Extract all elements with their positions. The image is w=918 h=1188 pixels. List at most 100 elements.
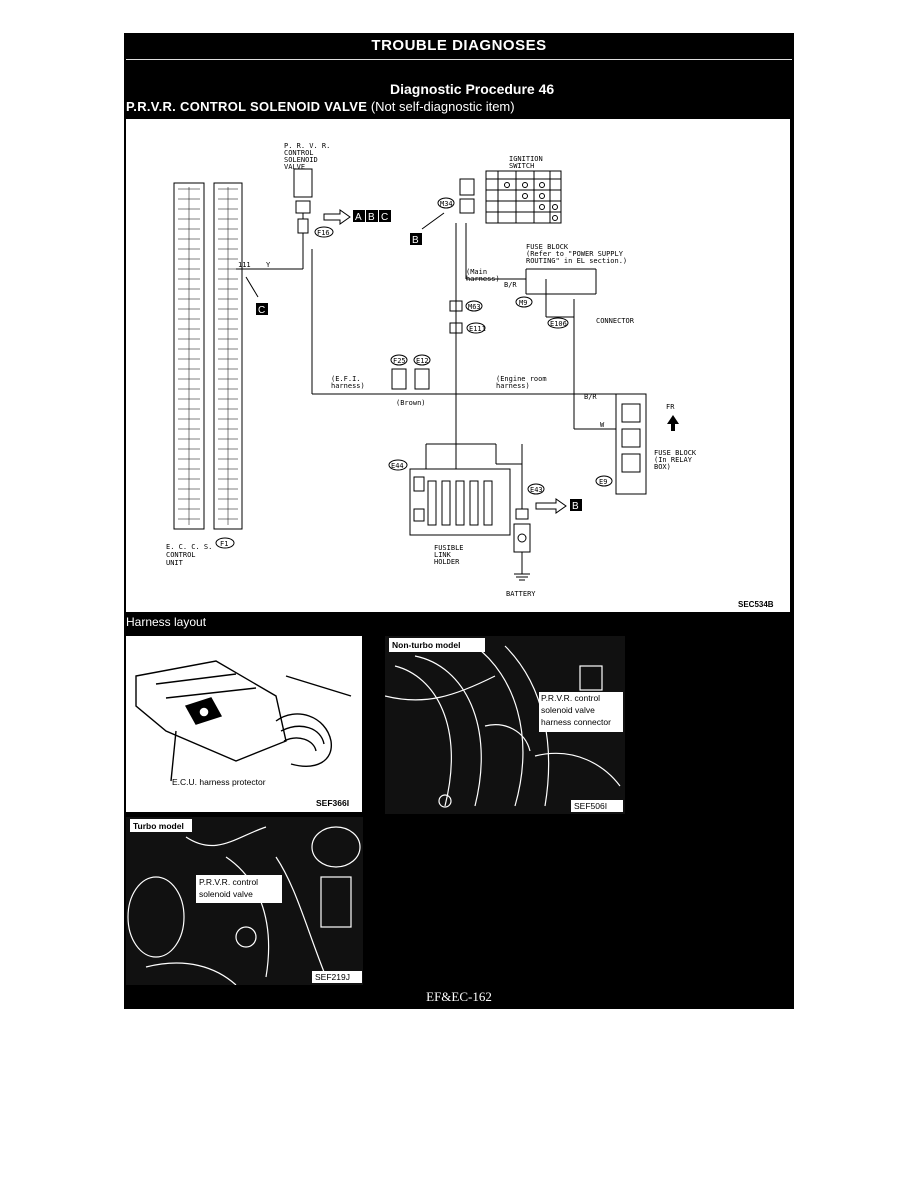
wiring-diagram: E. C. C. S. CONTROL UNIT F1 P. R. V. R. … [126, 119, 790, 612]
front-arrow-icon [667, 415, 679, 431]
connector-e9 [595, 475, 613, 487]
photo2-title: Non-turbo model [392, 640, 460, 650]
svg-text:B: B [368, 212, 375, 223]
valve-label-4: VALVE [284, 163, 305, 171]
fusible-label-1: FUSIBLE [434, 544, 464, 552]
connector-e111 [466, 322, 486, 334]
ref-box-b-ign: B [410, 233, 422, 246]
svg-text:F1: F1 [220, 540, 228, 548]
fuse-block-label-3: ROUTING" in EL section.) [526, 257, 627, 265]
ref-box-b-top: B [366, 210, 378, 223]
connector-e43 [527, 483, 545, 495]
page-number: EF&EC-162 [426, 989, 492, 1004]
svg-text:111: 111 [238, 261, 251, 269]
harness-layout-label: Harness layout [126, 615, 207, 629]
fusible-label-2: LINK [434, 551, 452, 559]
engine-room-harness-1: (Engine room [496, 375, 547, 383]
diagram-code: SEC534B [738, 600, 774, 609]
photo3-caption-2: solenoid valve [199, 889, 253, 899]
connector-m63 [465, 300, 483, 312]
manual-page: TROUBLE DIAGNOSES Diagnostic Procedure 4… [124, 33, 794, 1009]
photo3-code: SEF219J [315, 972, 350, 982]
photo1-caption: E.C.U. harness protector [172, 777, 266, 787]
svg-text:M34: M34 [440, 200, 453, 208]
ecu-label-3: UNIT [166, 559, 184, 567]
fuse-block-label-1: FUSE BLOCK [526, 243, 569, 251]
ecu-label-1: E. C. C. S. [166, 543, 212, 551]
ref-box-c: C [256, 303, 268, 316]
ignition-label-1: IGNITION [509, 155, 543, 163]
svg-text:M9: M9 [519, 299, 527, 307]
svg-text:E106: E106 [550, 320, 567, 328]
relay-fuse-label-3: BOX) [654, 463, 671, 471]
section-title: TROUBLE DIAGNOSES [371, 37, 547, 54]
solenoid-valve-symbol [293, 168, 313, 249]
svg-text:B: B [572, 501, 579, 512]
svg-text:E111: E111 [469, 325, 486, 333]
svg-text:B/R: B/R [584, 393, 597, 401]
connector-label: CONNECTOR [596, 317, 635, 325]
relay-box-fuse-block [581, 393, 647, 495]
valve-label-3: SOLENOID [284, 156, 318, 164]
relay-fuse-label-2: (In RELAY [654, 456, 693, 464]
svg-text:W: W [600, 421, 605, 429]
efi-harness-label-2: harness) [331, 382, 365, 390]
svg-text:A: A [355, 212, 362, 223]
fuse-block-label-2: (Refer to "POWER SUPPLY [526, 250, 624, 258]
subtitle-note: (Not self-diagnostic item) [370, 99, 515, 114]
engine-room-harness-2: harness) [496, 382, 530, 390]
photo3-caption-1: P.R.V.R. control [199, 877, 258, 887]
valve-label-1: P. R. V. R. [284, 142, 330, 150]
photo3-title: Turbo model [133, 821, 184, 831]
procedure-title: Diagnostic Procedure 46 [390, 81, 555, 97]
arrow-to-b [535, 498, 567, 514]
main-harness-label-2: harness) [466, 275, 500, 283]
component-name: P.R.V.R. CONTROL SOLENOID VALVE [126, 99, 368, 114]
ecu-label-2: CONTROL [166, 551, 196, 559]
arrow-to-abc [323, 209, 351, 225]
photo2-caption-3: harness connector [541, 717, 611, 727]
photo-turbo: Turbo model P.R.V.R. control solenoid va… [126, 817, 363, 985]
procedure-subtitle: P.R.V.R. CONTROL SOLENOID VALVE (Not sel… [126, 99, 515, 114]
connector-e44 [388, 459, 408, 471]
brown-label: (Brown) [396, 399, 426, 407]
fuse-block-wiring [455, 223, 616, 430]
connector-m9 [515, 296, 533, 308]
svg-text:E44: E44 [391, 462, 404, 470]
connector-f1 [215, 537, 235, 549]
connector-e106 [547, 317, 569, 329]
svg-text:Y: Y [266, 261, 271, 269]
svg-text:B/R: B/R [504, 281, 517, 289]
svg-text:C: C [381, 212, 388, 223]
fr-label: FR [666, 403, 675, 411]
connector-f25 [390, 354, 408, 366]
ref-box-b: B [570, 499, 582, 512]
photo-non-turbo: Non-turbo model P.R.V.R. control solenoi… [385, 636, 625, 814]
efi-harness-label-1: (E.F.I. [331, 375, 361, 383]
connector-f16 [314, 226, 334, 238]
photo2-caption-2: solenoid valve [541, 705, 595, 715]
main-harness-label-1: (Main [466, 268, 487, 276]
fusible-link-holder [409, 414, 511, 536]
svg-text:F16: F16 [317, 229, 330, 237]
photo2-caption-1: P.R.V.R. control [541, 693, 600, 703]
connector-e12 [413, 354, 431, 366]
header-rule [126, 59, 792, 60]
valve-label-2: CONTROL [284, 149, 314, 157]
battery-label: BATTERY [506, 590, 536, 598]
photo1-code: SEF366I [316, 798, 349, 808]
wiring-diagram-svg: E. C. C. S. CONTROL UNIT F1 P. R. V. R. … [166, 142, 774, 609]
svg-text:M63: M63 [468, 303, 481, 311]
photo-ecu-harness: E.C.U. harness protector SEF366I [126, 636, 362, 812]
connector-m34 [437, 197, 455, 209]
battery-symbol [496, 444, 531, 581]
svg-text:C: C [258, 305, 265, 316]
svg-text:E9: E9 [599, 478, 607, 486]
relay-fuse-label-1: FUSE BLOCK [654, 449, 697, 457]
svg-text:E43: E43 [530, 486, 543, 494]
ecu-connector [173, 182, 243, 530]
fusible-label-3: HOLDER [434, 558, 460, 566]
photo2-code: SEF506I [574, 801, 607, 811]
ignition-switch-table [485, 170, 562, 224]
svg-text:B: B [412, 235, 419, 246]
